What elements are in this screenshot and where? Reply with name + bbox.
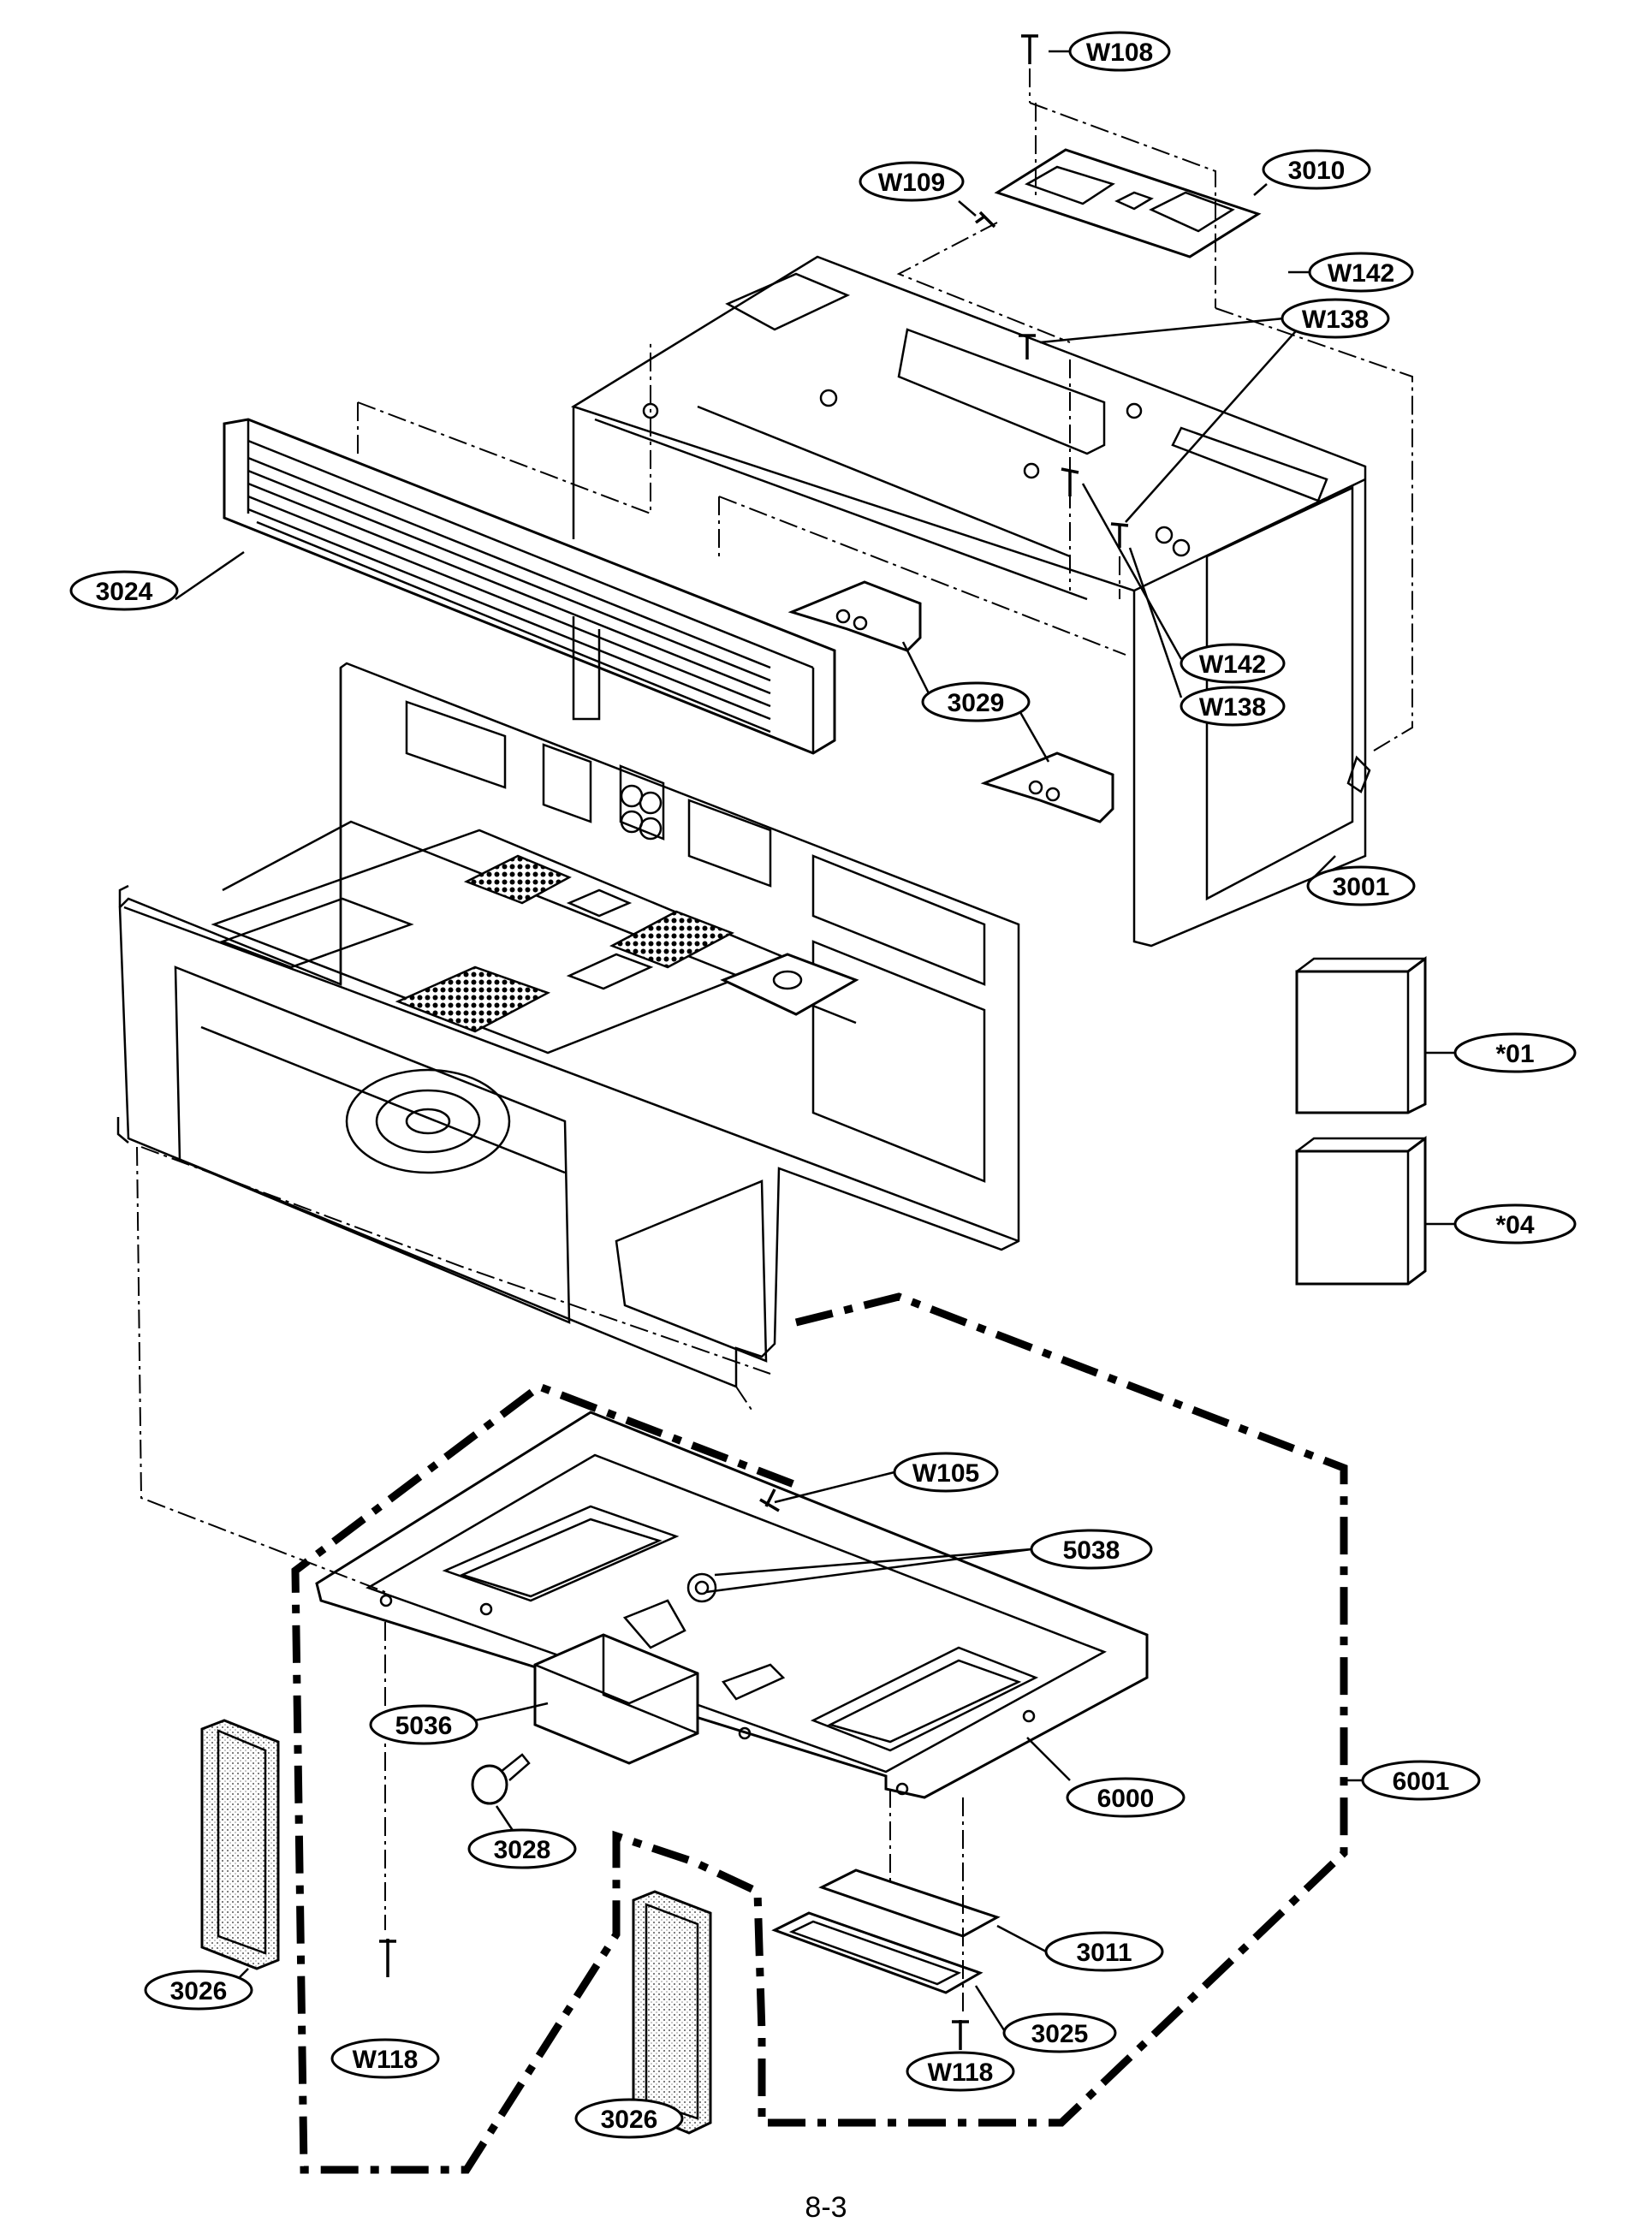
oven-cavity-assembly bbox=[116, 662, 1020, 1388]
svg-text:3011: 3011 bbox=[1076, 1939, 1132, 1967]
svg-text:3025: 3025 bbox=[1031, 2020, 1089, 2048]
leader-lines bbox=[175, 50, 1455, 2133]
lamp-bulb bbox=[471, 1753, 531, 1805]
callout-3025: 3025 bbox=[1002, 2012, 1117, 2053]
svg-text:3028: 3028 bbox=[494, 1836, 551, 1864]
svg-text:W142: W142 bbox=[1199, 651, 1266, 679]
svg-text:3026: 3026 bbox=[601, 2106, 658, 2134]
accessory-box-01 bbox=[1295, 956, 1427, 1114]
svg-text:W109: W109 bbox=[878, 169, 945, 197]
callout-W108: W108 bbox=[1068, 31, 1171, 72]
callout-3028: 3028 bbox=[467, 1828, 577, 1869]
svg-text:*01: *01 bbox=[1495, 1040, 1534, 1068]
svg-text:3024: 3024 bbox=[96, 578, 153, 606]
svg-text:W142: W142 bbox=[1328, 259, 1394, 288]
svg-text:3001: 3001 bbox=[1333, 873, 1390, 901]
callout-5036: 5036 bbox=[369, 1704, 478, 1745]
svg-text:6000: 6000 bbox=[1097, 1785, 1155, 1813]
callout-6000: 6000 bbox=[1066, 1777, 1186, 1818]
callout-3029: 3029 bbox=[921, 681, 1031, 722]
callout-5038: 5038 bbox=[1030, 1529, 1153, 1570]
svg-text:3010: 3010 bbox=[1288, 157, 1346, 185]
svg-text:W118: W118 bbox=[928, 2059, 994, 2087]
svg-text:W118: W118 bbox=[353, 2046, 419, 2074]
svg-text:5036: 5036 bbox=[395, 1712, 453, 1740]
callout-W142-upper: W142 bbox=[1308, 252, 1414, 293]
callout-6001: 6001 bbox=[1361, 1760, 1481, 1801]
base-plate bbox=[315, 1411, 1149, 1799]
lamp-frame bbox=[771, 1911, 983, 1994]
outer-case bbox=[571, 255, 1371, 948]
grease-filter-right bbox=[632, 1890, 712, 2135]
accessory-box-04 bbox=[1295, 1136, 1427, 1286]
callout-01: *01 bbox=[1453, 1032, 1577, 1073]
mounting-bracket-upper bbox=[787, 580, 922, 652]
grease-filter-left bbox=[200, 1719, 280, 1970]
callout-3001: 3001 bbox=[1306, 865, 1416, 906]
callout-W105: W105 bbox=[893, 1452, 999, 1493]
callout-W138-lower: W138 bbox=[1180, 686, 1286, 727]
callout-3026-right: 3026 bbox=[574, 2098, 684, 2139]
callout-3010: 3010 bbox=[1262, 149, 1371, 190]
svg-text:*04: *04 bbox=[1495, 1211, 1534, 1239]
top-cover-plate bbox=[994, 148, 1262, 258]
callout-04: *04 bbox=[1453, 1203, 1577, 1245]
svg-text:W138: W138 bbox=[1199, 693, 1266, 722]
svg-text:6001: 6001 bbox=[1393, 1768, 1450, 1796]
callout-3011: 3011 bbox=[1044, 1931, 1164, 1972]
callout-W118-right: W118 bbox=[906, 2051, 1015, 2092]
callout-W142-lower: W142 bbox=[1180, 643, 1286, 684]
callout-W118-left: W118 bbox=[330, 2038, 440, 2079]
callout-3024: 3024 bbox=[69, 570, 179, 611]
mounting-bracket-lower bbox=[980, 752, 1114, 823]
callout-W109: W109 bbox=[859, 161, 965, 202]
svg-text:W108: W108 bbox=[1086, 39, 1153, 67]
svg-text:3029: 3029 bbox=[948, 689, 1005, 717]
light-cover bbox=[818, 1868, 1001, 1938]
svg-text:W105: W105 bbox=[912, 1459, 979, 1488]
svg-text:3026: 3026 bbox=[170, 1977, 228, 2005]
page-number: 8-3 bbox=[805, 2191, 847, 2222]
callout-W138-upper: W138 bbox=[1281, 298, 1390, 339]
front-grille bbox=[223, 418, 836, 755]
callout-3026-left: 3026 bbox=[144, 1970, 253, 2011]
svg-text:W138: W138 bbox=[1302, 306, 1369, 334]
svg-text:5038: 5038 bbox=[1063, 1536, 1120, 1565]
